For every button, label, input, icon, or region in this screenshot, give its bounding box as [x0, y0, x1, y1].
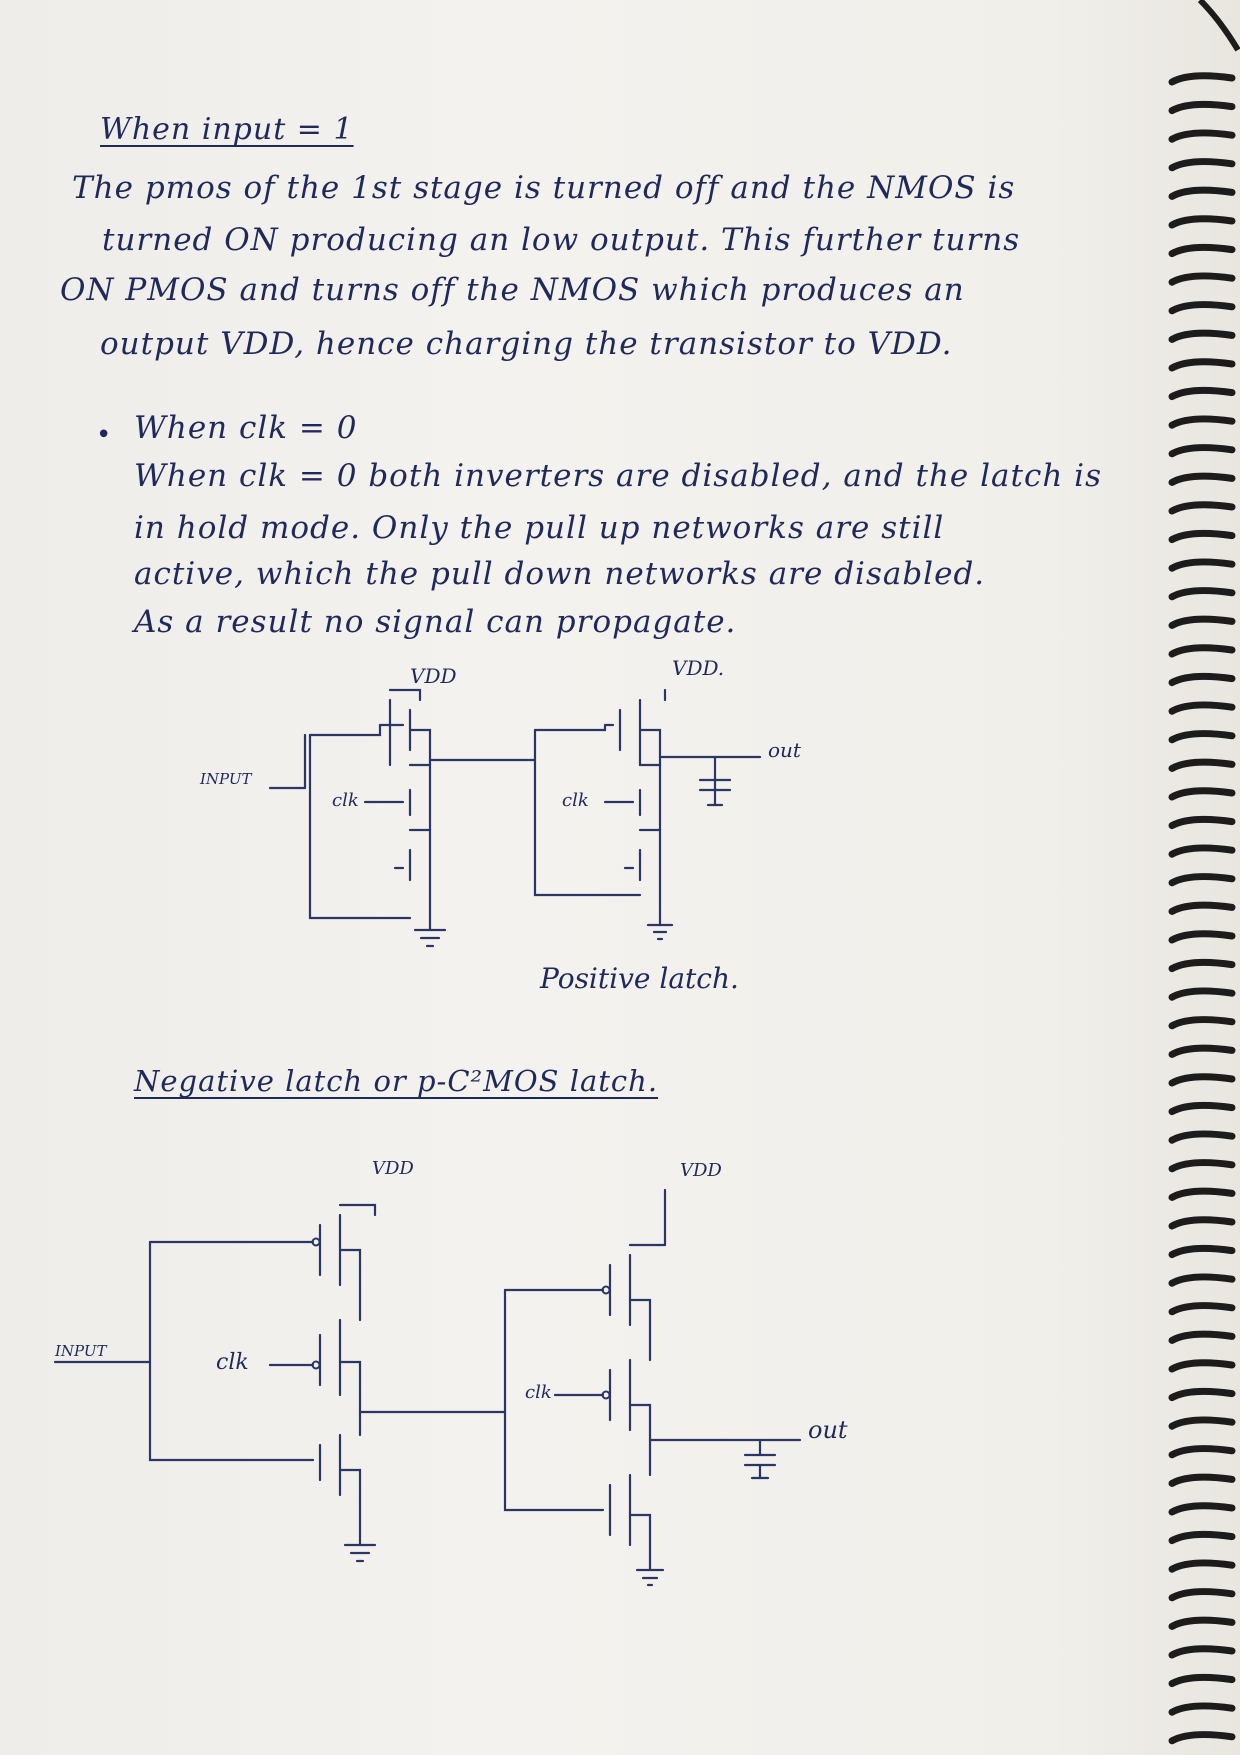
spiral-coil [1168, 1702, 1236, 1716]
spiral-coil [1168, 1016, 1236, 1030]
spiral-coil [1168, 787, 1236, 801]
spiral-coil [1168, 329, 1236, 343]
para2-line3: active, which the pull down networks are… [134, 556, 986, 592]
para1-line3: ON PMOS and turns off the NMOS which pro… [60, 272, 965, 308]
spiral-coil [1168, 129, 1236, 143]
spiral-coil [1168, 72, 1236, 86]
spiral-coil [1168, 1130, 1236, 1144]
spiral-coil [1168, 615, 1236, 629]
spiral-coil [1168, 272, 1236, 286]
spiral-coil [1168, 644, 1236, 658]
heading-when-input: When input = 1 [100, 112, 354, 147]
spiral-coil [1168, 215, 1236, 229]
para2-line4: As a result no signal can propagate. [134, 604, 737, 640]
spiral-coil [1168, 1244, 1236, 1259]
para1-line1: The pmos of the 1st stage is turned off … [72, 170, 1016, 206]
spiral-coil [1168, 1387, 1236, 1402]
spiral-coil [1168, 1673, 1236, 1688]
spiral-coil [1168, 815, 1236, 830]
spiral-coil [1168, 1159, 1236, 1173]
spiral-coil [1168, 158, 1236, 172]
bullet-heading-when-clk: When clk = 0 [134, 410, 358, 446]
spiral-coil [1168, 958, 1236, 973]
pos-clk1-label: clk [332, 790, 359, 811]
spiral-coil [1168, 758, 1236, 772]
spiral-coil [1168, 1187, 1236, 1201]
spiral-coil [1168, 1645, 1236, 1659]
spiral-coil [1168, 501, 1236, 515]
spiral-coil [1168, 1473, 1236, 1487]
spiral-coil [1168, 1073, 1236, 1087]
spiral-coil [1168, 100, 1236, 115]
spiral-coil [1168, 1731, 1236, 1745]
pos-vdd1-label: VDD [410, 664, 457, 688]
neg-input-label: INPUT [55, 1342, 107, 1360]
spiral-coil [1168, 1530, 1236, 1545]
neg-vdd2-label: VDD [680, 1160, 722, 1181]
spiral-coil [1168, 1616, 1236, 1630]
spiral-binding [1168, 0, 1240, 1745]
pos-caption: Positive latch. [540, 962, 739, 995]
spiral-coil [1168, 1588, 1236, 1602]
spiral-coil [1168, 444, 1236, 458]
neg-clk1-label: clk [216, 1350, 249, 1375]
spiral-coil [1168, 1559, 1236, 1573]
spiral-coil [1168, 901, 1236, 915]
spiral-coil [1168, 1101, 1236, 1116]
neg-out-label: out [808, 1416, 848, 1444]
para1-line2: turned ON producing an low output. This … [102, 222, 1021, 258]
spiral-coil [1168, 529, 1236, 544]
spiral-coil [1168, 358, 1236, 372]
spiral-coil [1168, 558, 1236, 572]
spiral-coil [1168, 415, 1236, 429]
spiral-coil [1168, 1302, 1236, 1316]
spiral-coil [1168, 844, 1236, 858]
spiral-coil [1168, 930, 1236, 944]
pos-input-label: INPUT [200, 770, 252, 788]
spiral-coil [1168, 1044, 1236, 1058]
spiral-coil [1168, 1273, 1236, 1287]
spiral-coil [1168, 873, 1236, 887]
spiral-coil [1168, 1216, 1236, 1230]
spiral-coil [1168, 243, 1236, 258]
spiral-coil [1168, 386, 1236, 401]
spiral-coil [1168, 1330, 1236, 1344]
spiral-coil [1168, 1416, 1236, 1430]
pos-vdd2-label: VDD. [672, 656, 725, 680]
pos-out-label: out [768, 738, 801, 762]
neg-vdd1-label: VDD [372, 1158, 414, 1179]
spiral-coil [1168, 730, 1236, 744]
para2-line1: When clk = 0 both inverters are disabled… [134, 458, 1102, 494]
spiral-coil [1168, 472, 1236, 486]
spiral-coil [1168, 587, 1236, 601]
spiral-coil [1168, 1502, 1236, 1516]
pos-clk2-label: clk [562, 790, 589, 811]
negative-latch-heading: Negative latch or p-C²MOS latch. [134, 1064, 659, 1098]
spiral-coil [1168, 1445, 1236, 1459]
neg-clk2-label: clk [525, 1382, 552, 1403]
spiral-coil [1168, 672, 1236, 687]
spiral-coil [1168, 1359, 1236, 1373]
bullet-dot: • [96, 420, 113, 450]
spiral-coil [1168, 186, 1236, 200]
spiral-coil [1168, 987, 1236, 1001]
spiral-coil [1168, 301, 1236, 315]
para1-line4: output VDD, hence charging the transisto… [100, 326, 953, 362]
para2-line2: in hold mode. Only the pull up networks … [134, 510, 945, 546]
spiral-coil [1168, 701, 1236, 715]
